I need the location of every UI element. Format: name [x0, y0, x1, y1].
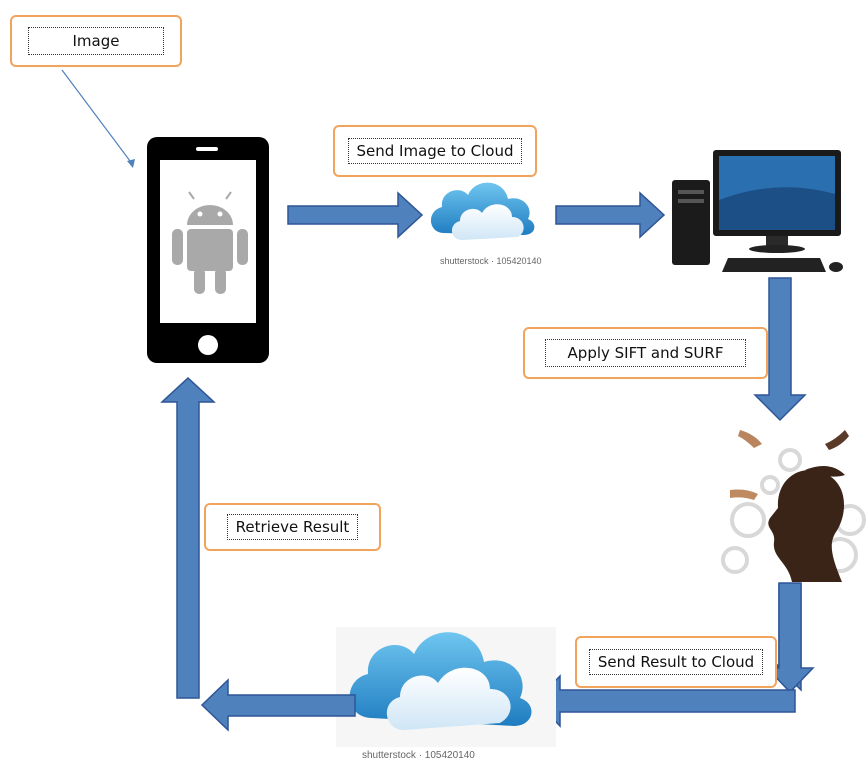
- apply-sift-surf-label: Apply SIFT and SURF: [523, 327, 768, 379]
- arrow-to-computer: [555, 191, 666, 239]
- pointer-line: [61, 69, 134, 166]
- cloud-icon-top: [430, 182, 535, 240]
- send-image-label-text: Send Image to Cloud: [347, 138, 523, 164]
- arrow-to-left: [200, 678, 356, 732]
- retrieve-result-label-text: Retrieve Result: [226, 514, 359, 540]
- android-robot-icon: [172, 191, 248, 294]
- image-label: Image: [10, 15, 182, 67]
- arrow-to-processing: [753, 277, 807, 422]
- send-result-label-text: Send Result to Cloud: [588, 649, 764, 675]
- smartphone-android-icon: [147, 137, 269, 363]
- arrow-to-cloud-top: [287, 191, 424, 239]
- cloud-top-watermark: shutterstock · 105420140: [440, 256, 542, 266]
- desktop-computer-icon: [672, 150, 843, 272]
- send-image-label: Send Image to Cloud: [333, 125, 537, 177]
- cloud-icon-bottom: [336, 627, 556, 747]
- pointer-arrowhead: [127, 159, 135, 168]
- send-result-label: Send Result to Cloud: [575, 636, 777, 688]
- arrow-up-to-phone: [160, 376, 216, 699]
- head-gears-icon: [717, 422, 866, 582]
- apply-sift-surf-label-text: Apply SIFT and SURF: [544, 339, 747, 367]
- image-label-text: Image: [27, 27, 165, 55]
- retrieve-result-label: Retrieve Result: [204, 503, 381, 551]
- arrow-down-segment: [765, 582, 815, 694]
- cloud-bottom-watermark: shutterstock · 105420140: [362, 750, 475, 761]
